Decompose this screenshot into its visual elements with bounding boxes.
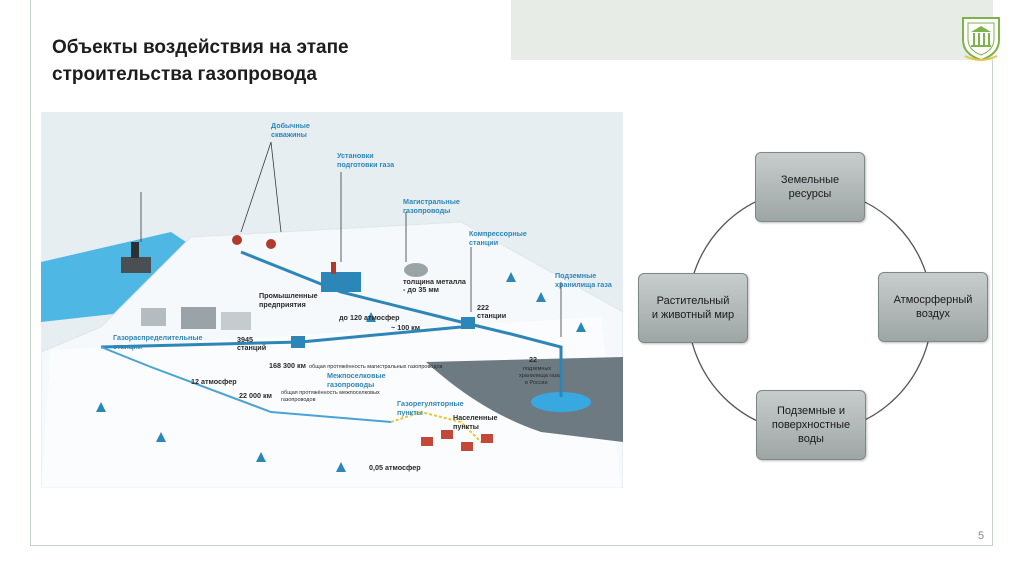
label-gas-prep-1: Установки: [337, 151, 374, 160]
gas-pipeline-infographic: Добычные скважины Установки подготовки г…: [41, 112, 623, 488]
node-land-resources-line-1: Земельные: [780, 174, 840, 186]
label-storage-3: хранилища газа: [519, 373, 561, 379]
compressor-station-icon: [461, 317, 475, 329]
gas-preparation-plant-icon: [321, 272, 361, 292]
house-icon: [481, 434, 493, 443]
label-trunk-1: Магистральные: [403, 197, 460, 206]
label-distribution-1: Газораспределительные: [113, 333, 203, 342]
compressor-station-icon: [291, 336, 305, 348]
intersettlement-pipeline: [100, 346, 392, 423]
label-industrial-2: предприятия: [259, 300, 306, 309]
label-st3945-2: станций: [237, 343, 266, 352]
label-intersettlement-2: газопроводы: [327, 380, 374, 389]
node-flora-fauna-line-2: и животный мир: [651, 309, 735, 321]
house-icon: [461, 442, 473, 451]
label-settlements-1: Населенные: [453, 413, 497, 422]
well-icon: [232, 235, 242, 245]
label-storage-2: подземных: [523, 366, 551, 372]
label-st3945-1: 3945: [237, 335, 253, 344]
label-regulator-2: пункты: [397, 408, 423, 417]
distribution-network: [390, 410, 482, 443]
node-land-resources: Земельные ресурсы: [755, 152, 865, 222]
label-st222-1: 222: [477, 303, 489, 312]
label-st222-2: станции: [477, 311, 506, 320]
label-length-168-note: общая протяжённость магистральных газопр…: [309, 364, 443, 370]
label-wells-1: Добычные: [271, 121, 310, 130]
label-pipe-note-1: толщина металла: [403, 277, 467, 286]
label-storage-1: 22: [529, 355, 537, 364]
label-100km: ~ 100 км: [391, 323, 420, 332]
label-settlements-2: пункты: [453, 422, 479, 431]
well-icon: [266, 239, 276, 249]
industrial-plant-icon: [181, 307, 216, 329]
page-number: 5: [978, 530, 985, 542]
label-gas-prep-2: подготовки газа: [337, 160, 395, 169]
label-underground-2: хранилища газа: [555, 280, 613, 289]
node-atmospheric-air-line-2: воздух: [916, 308, 950, 320]
label-compressor-1: Компрессорные: [469, 229, 527, 238]
underground-storage-icon: [531, 392, 591, 412]
impact-objects-cycle: Земельные ресурсы Атмосрферный воздух По…: [630, 145, 1000, 475]
header-band: [511, 0, 993, 60]
slide-title-line-1: Объекты воздействия на этапе: [52, 37, 349, 58]
node-water-line-1: Подземные и: [776, 405, 846, 417]
label-underground-1: Подземные: [555, 271, 596, 280]
slide-frame: [30, 0, 993, 546]
leader-lines: [140, 141, 562, 337]
slide-title-line-2: строительства газопровода: [52, 64, 317, 85]
label-atm-005: 0,05 атмосфер: [369, 463, 421, 472]
node-water-line-3: воды: [798, 433, 824, 445]
house-icon: [441, 430, 453, 439]
node-flora-fauna: Растительный и животный мир: [638, 273, 748, 343]
label-length-22-note-1: общая протяжённость межпоселковых: [281, 390, 380, 396]
label-compressor-2: станции: [469, 238, 498, 247]
label-wells-2: скважины: [271, 130, 307, 139]
house-icon: [421, 437, 433, 446]
label-length-22-note-2: газопроводов: [281, 397, 316, 403]
pipe-segment-icon: [404, 263, 428, 277]
label-storage-4: в России: [525, 380, 548, 386]
label-industrial-1: Промышленные: [259, 291, 318, 300]
node-water-line-2: поверхностные: [771, 419, 851, 431]
label-distribution-2: станции: [113, 342, 142, 351]
node-atmospheric-air-line-1: Атмосрферный: [893, 294, 973, 306]
node-land-resources-line-2: ресурсы: [788, 188, 832, 200]
university-logo: [957, 10, 1005, 64]
label-length-168: 168 300 км: [269, 361, 306, 370]
label-regulator-1: Газорегуляторные: [397, 399, 464, 408]
label-length-22: 22 000 км: [239, 391, 272, 400]
node-water: Подземные и поверхностные воды: [756, 390, 866, 460]
label-pressure-120: до 120 атмосфер: [339, 313, 400, 322]
gas-platform-icon: [121, 257, 151, 273]
node-atmospheric-air: Атмосрферный воздух: [878, 272, 988, 342]
label-pipe-note-2: - до 35 мм: [403, 285, 439, 294]
label-atm-12: 12 атмосфер: [191, 377, 237, 386]
node-flora-fauna-line-1: Растительный: [656, 295, 730, 307]
underground-section: [426, 357, 623, 442]
label-trunk-2: газопроводы: [403, 206, 450, 215]
label-intersettlement-1: Межпоселковые: [327, 371, 386, 380]
slide-title: Объекты воздействия на этапе строительст…: [52, 34, 492, 88]
